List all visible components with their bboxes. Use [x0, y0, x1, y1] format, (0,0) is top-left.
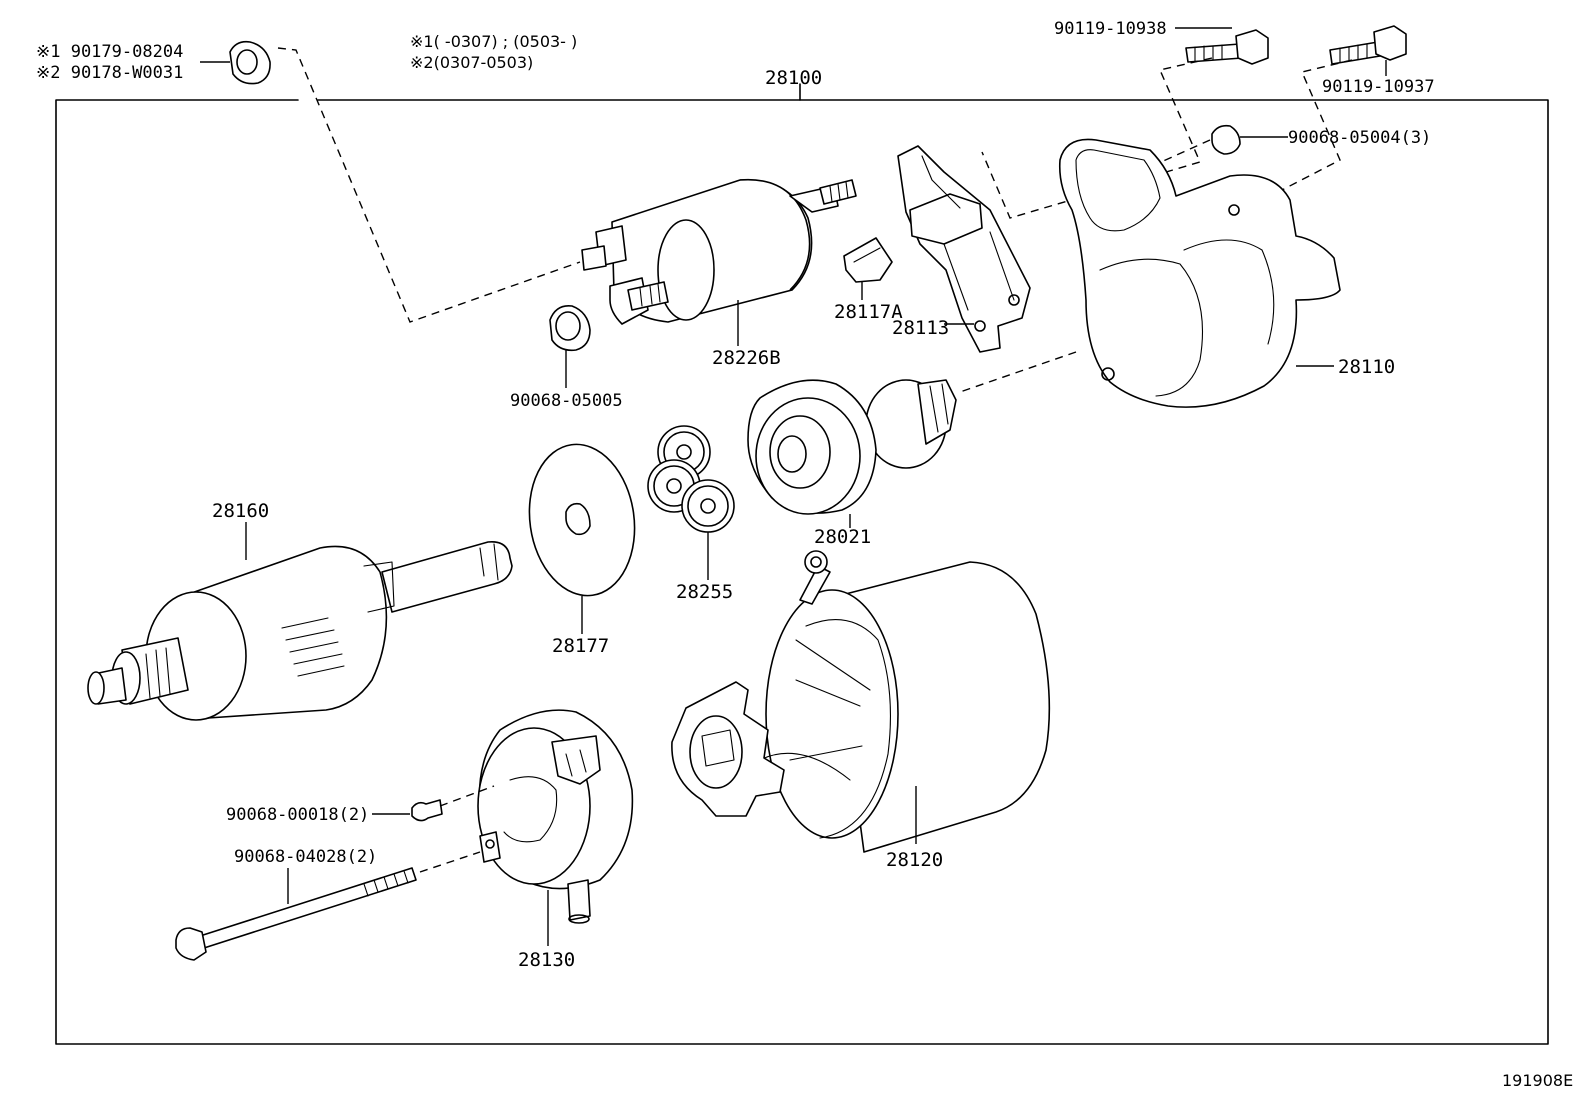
callout-28117A: 28117A [834, 301, 903, 323]
armature-28160-shape [87, 522, 513, 721]
dashed-guide-nut [277, 47, 581, 323]
bolt-90119-10937-shape [1329, 25, 1407, 76]
gears-28255-shape [647, 425, 735, 580]
dashed-guide-bolt-2 [1281, 59, 1353, 191]
callout-90119-10937: 90119-10937 [1322, 77, 1435, 97]
dashed-guide-clutch [959, 351, 1077, 393]
yoke-28120-shape [759, 550, 1051, 853]
spring-28117A-shape [843, 237, 893, 300]
assembly-frame [55, 83, 1549, 1045]
housing-28110-shape [1058, 138, 1341, 408]
applicability-note-1: ※1( -0307) ; (0503- ) [410, 32, 577, 51]
dashed-guide-screw [439, 785, 495, 807]
brush-holder-28113-shape [897, 145, 1031, 353]
callout-28120: 28120 [886, 849, 943, 871]
through-bolt-04028-shape [175, 867, 417, 961]
callout-28160: 28160 [212, 500, 269, 522]
end-frame-28130-shape [477, 709, 634, 946]
callout-90068-04028: 90068-04028(2) [234, 847, 377, 867]
nut-90068-05005-shape [549, 304, 591, 388]
callout-28113: 28113 [892, 317, 949, 339]
callout-90179-08204: ※1 90179-08204 [36, 42, 183, 62]
callout-90119-10938: 90119-10938 [1054, 19, 1167, 39]
callout-90068-00018: 90068-00018(2) [226, 805, 369, 825]
figure-id: 191908E [1502, 1071, 1573, 1090]
callout-90068-05004: 90068-05004(3) [1288, 128, 1431, 148]
nut-90068-05004-shape [1211, 124, 1288, 155]
callout-28177: 28177 [552, 635, 609, 657]
brush-plate-shape [671, 681, 785, 817]
callout-28130: 28130 [518, 949, 575, 971]
callout-28110: 28110 [1338, 356, 1395, 378]
callout-90178-w0031: ※2 90178-W0031 [36, 63, 183, 83]
callout-28255: 28255 [676, 581, 733, 603]
callout-28226B: 28226B [712, 347, 781, 369]
bolt-90119-10938-shape [1175, 27, 1269, 65]
washer-28177-shape [528, 443, 636, 634]
nut-90179-shape [200, 40, 271, 85]
dashed-guide-bolt-1 [981, 57, 1213, 219]
callout-90068-05005: 90068-05005 [510, 391, 623, 411]
dashed-guide-through-bolt [419, 851, 481, 873]
solenoid-28226B-shape [581, 178, 857, 346]
applicability-note-2: ※2(0307-0503) [410, 53, 533, 72]
callout-28021: 28021 [814, 526, 871, 548]
screw-00018-shape [372, 799, 443, 822]
assembly-label-28100: 28100 [765, 67, 822, 89]
clutch-28021-shape [747, 379, 957, 528]
